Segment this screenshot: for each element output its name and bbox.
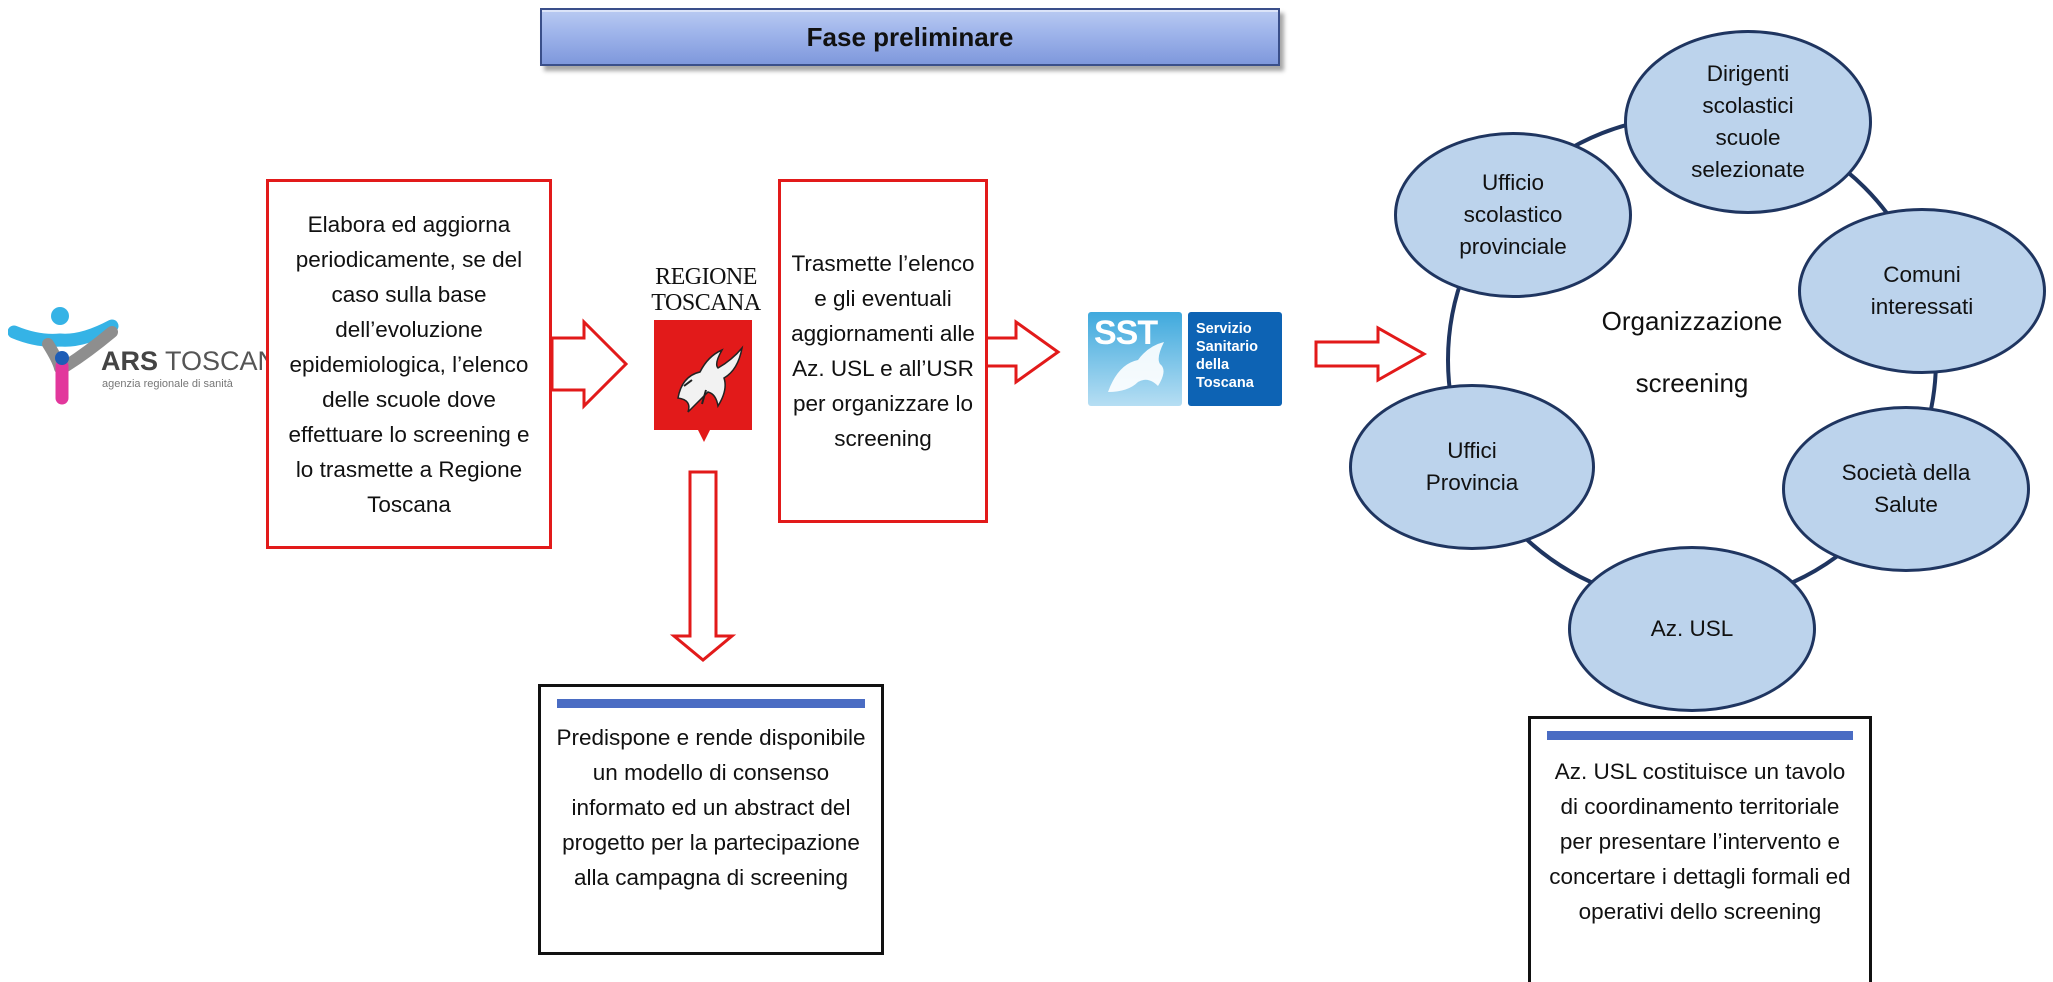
node-ufficio-scolastico-label: Ufficio scolastico provinciale — [1459, 170, 1567, 259]
ars-task-box: Elabora ed aggiorna periodicamente, se d… — [266, 179, 552, 549]
node-ufficio-scolastico: Ufficio scolastico provinciale — [1394, 132, 1632, 298]
ars-figure-icon — [8, 307, 119, 405]
sst-mark: SST — [1088, 312, 1182, 406]
node-dirigenti-scolastici: Dirigenti scolastici scuole selezionate — [1624, 30, 1872, 214]
usl-coordination-box: Az. USL costituisce un tavolo di coordin… — [1528, 716, 1872, 982]
sst-mark-text: SST — [1094, 314, 1158, 352]
diagram-title: Fase preliminare — [540, 8, 1280, 66]
sst-line3: della — [1196, 357, 1230, 373]
ars-subtitle: agenzia regionale di sanità — [102, 378, 233, 390]
regione-logo-line2: TOSCANA — [651, 290, 761, 316]
node-az-usl-label: Az. USL — [1650, 616, 1734, 641]
arrow-sst-to-cycle — [1314, 325, 1428, 383]
node-dirigenti-label: Dirigenti scolastici scuole selezionate — [1691, 61, 1805, 182]
sst-line2: Sanitario — [1196, 339, 1259, 355]
arrow-regione-down — [669, 470, 737, 662]
usl-coordination-text: Az. USL costituisce un tavolo di coordin… — [1549, 759, 1851, 924]
consenso-accent-bar — [557, 699, 865, 708]
node-societa-label: Società della Salute — [1841, 460, 1971, 517]
node-comuni-label: Comuni interessati — [1870, 262, 1974, 319]
sst-line1: Servizio — [1196, 321, 1252, 337]
sst-logo: SST Servizio Sanitario della Toscana — [1088, 312, 1282, 406]
regione-task-box: Trasmette l’elenco e gli eventuali aggio… — [778, 179, 988, 523]
regione-task-text: Trasmette l’elenco e gli eventuali aggio… — [791, 251, 975, 451]
cycle-center-line2: screening — [1635, 368, 1749, 398]
arrow-regione-to-sst — [984, 319, 1061, 385]
arrow-ars-to-regione — [550, 318, 629, 410]
consenso-text: Predispone e rende disponibile un modell… — [556, 725, 866, 890]
regione-toscana-logo: REGIONE TOSCANA — [648, 264, 764, 444]
node-comuni-interessati: Comuni interessati — [1798, 208, 2046, 374]
node-societa-salute: Società della Salute — [1782, 406, 2030, 572]
consenso-box: Predispone e rende disponibile un modell… — [538, 684, 884, 955]
pegasus-shield-icon — [654, 320, 752, 442]
ars-brand-bold: ARS — [101, 346, 159, 376]
regione-logo-line1: REGIONE — [655, 264, 757, 290]
ars-task-text: Elabora ed aggiorna periodicamente, se d… — [288, 211, 530, 517]
sst-text-panel: Servizio Sanitario della Toscana — [1188, 312, 1282, 406]
cycle-center-label: Organizzazione screening — [1560, 290, 1824, 414]
node-az-usl: Az. USL — [1568, 546, 1816, 712]
pegasus-icon — [1108, 342, 1164, 392]
usl-accent-bar — [1547, 731, 1853, 740]
cycle-center-line1: Organizzazione — [1601, 306, 1783, 336]
node-uffici-provincia: Uffici Provincia — [1349, 384, 1595, 550]
sst-line4: Toscana — [1196, 375, 1254, 391]
node-uffici-provincia-label: Uffici Provincia — [1425, 438, 1519, 495]
